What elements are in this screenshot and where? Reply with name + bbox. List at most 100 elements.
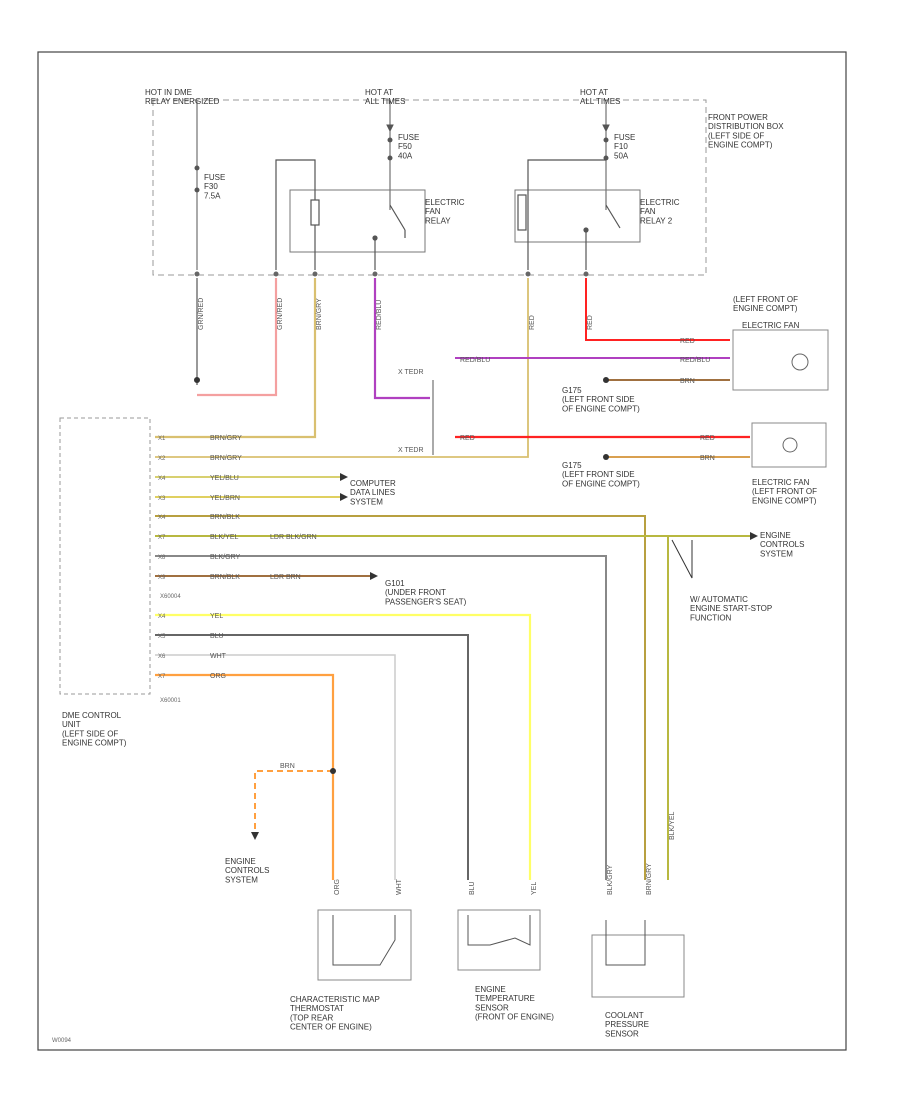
arrow-computer-1 (340, 473, 348, 481)
fan2-box (751, 422, 827, 468)
fan1-label: ELECTRIC FAN (742, 321, 800, 330)
dme-pin-label: X3 (158, 496, 166, 502)
wire-label-r2b: RED (587, 315, 594, 330)
thermostat-element (332, 915, 396, 966)
fuse-1 (194, 100, 200, 270)
fuse-3 (602, 100, 610, 210)
wl-coolant-b: BRN/GRY (646, 863, 653, 895)
start-stop-marker (671, 539, 693, 579)
dme-pin-label: X5 (158, 634, 166, 640)
wl-p11: WHT (210, 653, 227, 660)
dme-pin-label: X4 (158, 515, 166, 521)
relay-1-switch (275, 159, 406, 270)
temp-sensor-element (467, 915, 531, 946)
wl-p1: BRN/GRY (210, 435, 242, 442)
wl-fan-purple-b: RED/BLU (680, 357, 710, 364)
pdb-pins (194, 271, 589, 277)
dme-wire-blk-gry (155, 555, 607, 880)
dme-wire-brn-blk (155, 515, 646, 880)
dme-pin-label: X8 (158, 555, 166, 561)
arrow-computer-2 (340, 493, 348, 501)
splice-2-label: X TEDR (398, 447, 424, 454)
dme-pin-label: X2 (158, 456, 166, 462)
coolant-sensor-box (591, 934, 685, 998)
wl-p4: YEL/BRN (210, 495, 240, 502)
dme-wire-wht (155, 654, 396, 880)
wl-temp-b: YEL (531, 882, 538, 895)
wl-coolant-a: BLK/GRY (607, 864, 614, 895)
orange-dashed-wire (254, 770, 333, 835)
splice-1-label: X TEDR (398, 369, 424, 376)
arrow-engine-controls-2 (251, 832, 259, 840)
fan1-motor-icon (791, 353, 809, 371)
wire-relay1-purple (373, 278, 430, 400)
wire-label-r1c: RED/BLU (376, 300, 383, 330)
thermostat-box (317, 909, 412, 981)
wire-relay2-red (585, 278, 730, 341)
splice-dot (330, 768, 336, 774)
dme-pin-label: X7 (158, 674, 166, 680)
wl-fan-red: RED (680, 338, 695, 345)
relay-1-box (289, 189, 426, 253)
dme-connector-a: X60004 (160, 594, 181, 600)
wl-p9: YEL (210, 613, 223, 620)
wl-fan2-red-a: RED (460, 435, 475, 442)
dme-pin-label: X7 (158, 535, 166, 541)
wl-p6b: LDR BLK/GRN (270, 534, 317, 541)
dme-control-unit (59, 417, 151, 695)
diagram-frame (37, 51, 847, 1051)
dme-pin-label: X4 (158, 614, 166, 620)
dme-wire-org (155, 673, 335, 880)
wl-coolant-c: BLK/YEL (669, 811, 676, 840)
relay-2-box (514, 189, 641, 243)
dme-connector-b: X60001 (160, 698, 181, 704)
wire-relay2-tan (155, 278, 529, 458)
wl-p2: BRN/GRY (210, 455, 242, 462)
temp-sensor-box (457, 909, 541, 971)
wl-p5: BRN/BLK (210, 514, 240, 521)
ground-g2 (603, 454, 609, 460)
wire-label-left: GRN/RED (198, 298, 205, 330)
wl-p10: BLU (210, 633, 224, 640)
dme-pin-label: X1 (158, 436, 166, 442)
wire-label-r2a: RED (529, 315, 536, 330)
relay-2-switch (517, 159, 621, 270)
wl-therm-a: ORG (334, 879, 341, 895)
wire-relay1-tan (155, 278, 317, 439)
wire-label-r1b: BRN/GRY (316, 298, 323, 330)
dme-pin-label: X6 (158, 654, 166, 660)
wl-fan2-red-b: RED (700, 435, 715, 442)
fuse-2 (386, 100, 394, 210)
diagram-id: W0094 (52, 1038, 72, 1044)
wl-p7: BLK/GRY (210, 554, 241, 561)
arrow-engine-controls (750, 532, 758, 540)
ground-g101-symbol (370, 572, 378, 580)
dme-wire-blu (155, 634, 469, 880)
wire-relay1-pink (197, 278, 278, 397)
ground-g1 (603, 377, 609, 383)
fan2-motor-icon (782, 437, 798, 453)
wl-therm-b: WHT (396, 878, 403, 895)
wl-fan-brn: BRN (680, 378, 695, 385)
coolant-element (605, 920, 646, 966)
wl-fan2-brn: BRN (700, 455, 715, 462)
wire-left-end (194, 377, 200, 383)
wl-orange-dash: BRN (280, 763, 295, 770)
wl-p8: BRN/BLK (210, 574, 240, 581)
power-distribution-box (152, 99, 707, 276)
